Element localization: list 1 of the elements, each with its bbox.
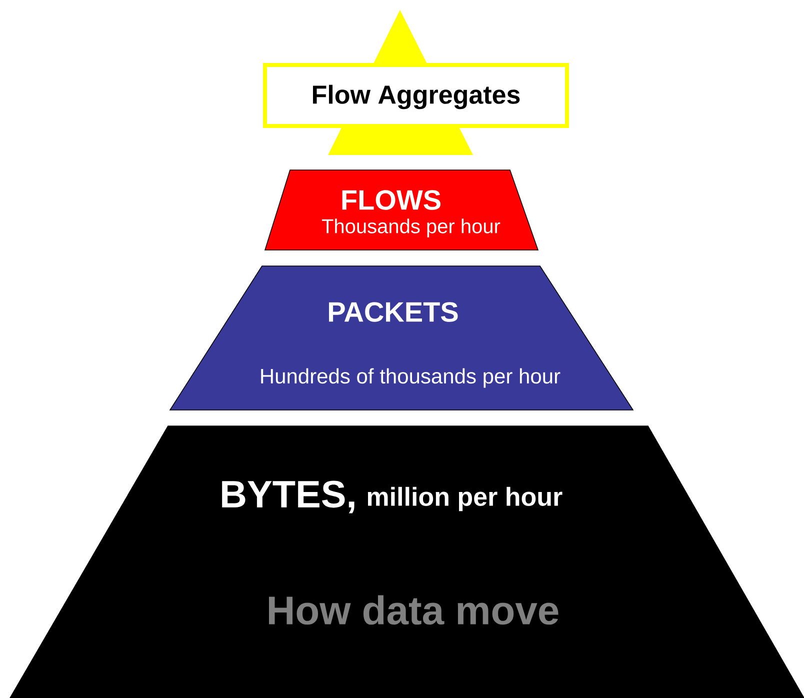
label-box: Flow Aggregates bbox=[263, 63, 569, 128]
